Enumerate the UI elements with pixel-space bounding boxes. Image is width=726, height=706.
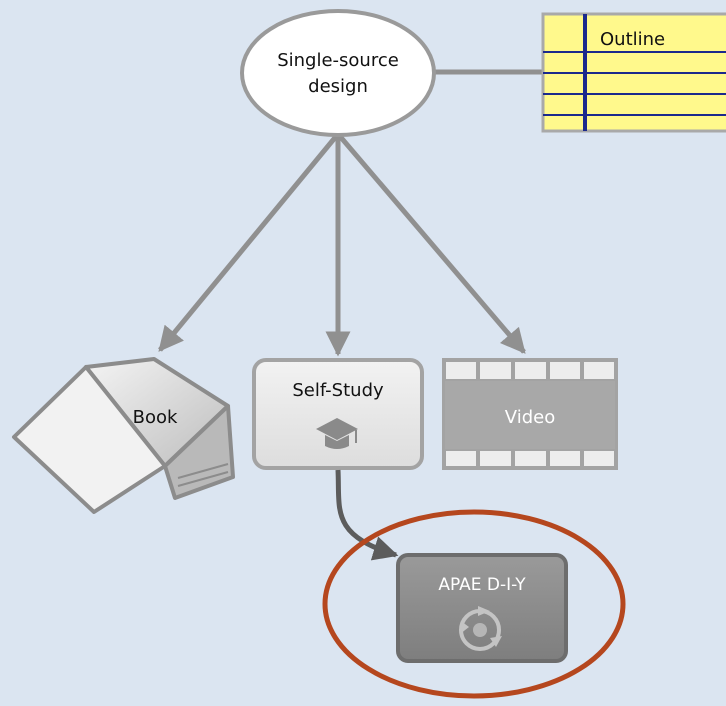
self-study-node: Self-Study [252, 358, 424, 470]
highlight-ellipse [322, 509, 626, 699]
outline-table: Outline [541, 12, 726, 133]
arrow-to-book [158, 132, 340, 352]
apae-label: APAE D-I-Y [438, 575, 526, 595]
arrow-to-video [336, 132, 526, 354]
source-label-line1: Single-source [277, 50, 399, 71]
graduation-cap-icon [316, 418, 358, 449]
source-label-line2: design [308, 76, 368, 97]
book-label: Book [133, 407, 178, 428]
outline-header: Outline [600, 29, 665, 50]
apae-node: APAE D-I-Y [396, 553, 568, 663]
arrow-self-study-to-apae [335, 469, 399, 561]
video-label: Video [505, 407, 555, 428]
source-node: Single-source design [240, 9, 436, 137]
video-node: Video [442, 358, 618, 470]
self-study-label: Self-Study [292, 380, 384, 401]
book-node: Book [12, 357, 235, 514]
cycle-arrows-icon [459, 606, 502, 651]
